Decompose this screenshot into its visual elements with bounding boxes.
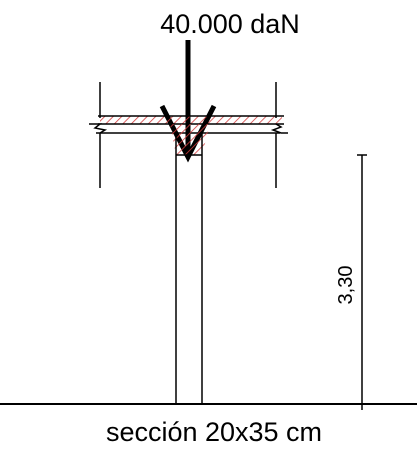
slab-break-left: [89, 82, 108, 188]
height-dimension: [357, 154, 367, 410]
load-label: 40.000 daN: [160, 9, 300, 39]
column: [175, 155, 203, 404]
height-label: 3,30: [335, 266, 357, 305]
section-caption: sección 20x35 cm: [106, 417, 322, 447]
column-head: [170, 124, 210, 156]
slab-break-right: [270, 82, 288, 188]
